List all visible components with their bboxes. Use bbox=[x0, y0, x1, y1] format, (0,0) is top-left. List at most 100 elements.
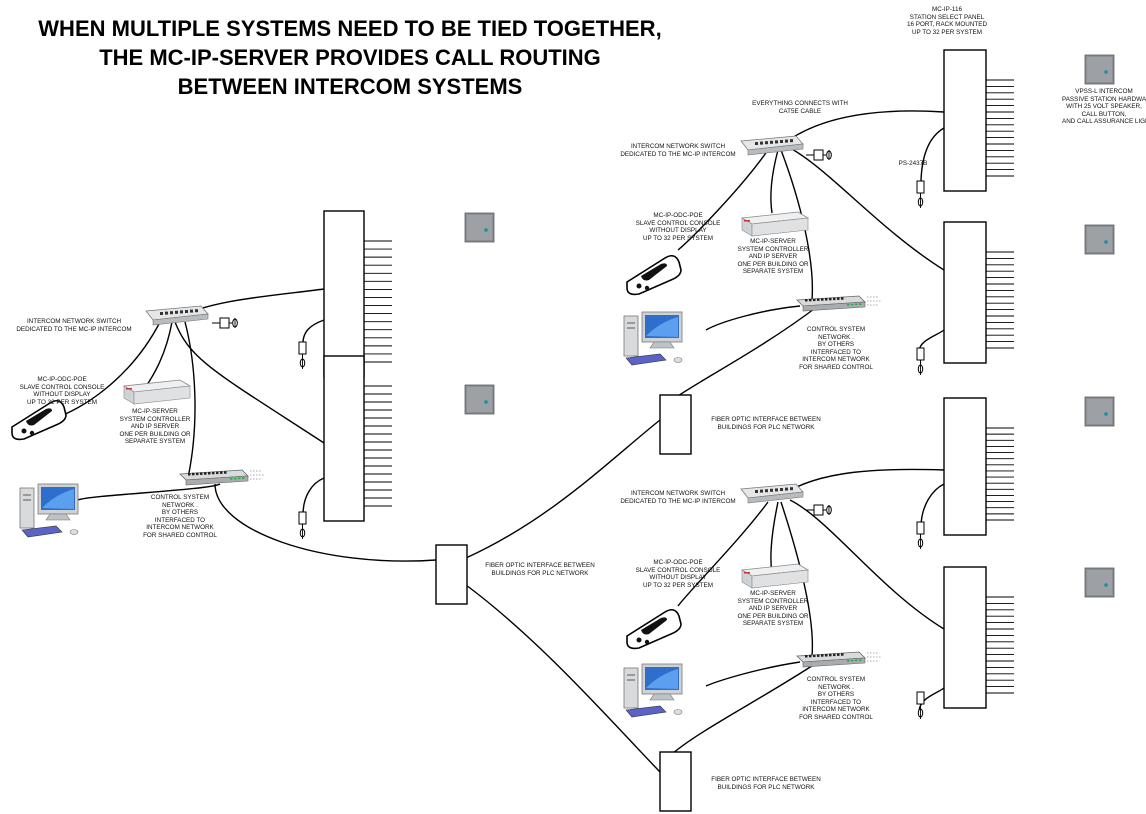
control-network-label: CONTROL SYSTEM NETWORK . BY OTHERS INTER… bbox=[786, 326, 886, 372]
call-button-icon bbox=[484, 228, 488, 232]
pc-keyboard bbox=[625, 353, 667, 366]
cable bbox=[705, 305, 801, 331]
hub-port bbox=[825, 298, 828, 301]
power-plug-icon bbox=[298, 341, 307, 369]
plug-transformer bbox=[298, 511, 307, 525]
server-led bbox=[126, 388, 132, 390]
pc-keyboard bbox=[625, 705, 667, 718]
plug-transformer bbox=[298, 341, 307, 355]
call-button-icon bbox=[1104, 583, 1108, 587]
label-line: DEDICATED TO THE MC-IP INTERCOM bbox=[16, 325, 132, 333]
console-key bbox=[636, 283, 642, 289]
hub-cable-stubs bbox=[867, 296, 881, 306]
switch-port bbox=[760, 489, 763, 493]
hub-port bbox=[224, 471, 227, 474]
hub-led bbox=[851, 659, 854, 662]
control-network-hub-icon bbox=[796, 651, 881, 668]
label-line: INTERCOM NETWORK SWITCH bbox=[630, 490, 726, 497]
cable bbox=[780, 501, 814, 657]
label-line: INTERCOM NETWORK bbox=[802, 706, 870, 714]
call-button-icon bbox=[1104, 412, 1108, 416]
station-select-panel bbox=[323, 355, 392, 522]
cable bbox=[920, 483, 945, 526]
switch-power-plug-icon bbox=[806, 149, 832, 161]
intercom-speaker-grille bbox=[1087, 57, 1112, 82]
label-line: NETWORK . bbox=[162, 501, 198, 509]
label-line: SLAVE CONTROL CONSOLE bbox=[635, 219, 721, 227]
hub-led bbox=[847, 660, 850, 662]
label-line: MC-IP-ODC-POE bbox=[37, 376, 87, 383]
fiber-label: FIBER OPTIC INTERFACE BETWEEN BUILDINGS … bbox=[706, 416, 826, 431]
server-icon bbox=[122, 379, 192, 405]
label-line: SYSTEM CONTROLLER bbox=[119, 415, 191, 423]
title-line-2: THE MC-IP-SERVER PROVIDES CALL ROUTING bbox=[99, 45, 601, 70]
hub-led bbox=[855, 659, 858, 662]
label-line: BUILDINGS FOR PLC NETWORK bbox=[491, 569, 589, 577]
server-icon bbox=[740, 563, 810, 589]
title-line-3: BETWEEN INTERCOM SYSTEMS bbox=[177, 74, 523, 99]
cable bbox=[677, 149, 769, 251]
label-line: SLAVE CONTROL CONSOLE bbox=[19, 383, 105, 391]
hub-port bbox=[841, 653, 844, 656]
cable bbox=[77, 483, 221, 501]
hub-port bbox=[805, 655, 808, 658]
cable bbox=[302, 477, 325, 516]
label-line: MC-IP-ODC-POE bbox=[653, 212, 703, 219]
label-line: NETWORK . bbox=[818, 333, 854, 341]
console-handset bbox=[641, 617, 667, 635]
cable bbox=[770, 149, 779, 214]
pc-screen-glare bbox=[646, 669, 678, 689]
fiber-interface-box bbox=[659, 394, 692, 455]
pc-drive bbox=[23, 494, 31, 496]
intercom-speaker-grille bbox=[467, 387, 492, 412]
panel-body bbox=[943, 221, 987, 364]
label-line: WITHOUT DISPLAY bbox=[33, 391, 91, 399]
network-switch-icon bbox=[740, 135, 804, 156]
cable bbox=[770, 501, 779, 576]
plug-transformer bbox=[813, 149, 824, 161]
call-button-icon bbox=[1104, 240, 1108, 244]
hub-port bbox=[813, 654, 816, 658]
hub-cable-stubs bbox=[867, 652, 881, 662]
label-line: SYSTEM CONTROLLER bbox=[737, 597, 809, 605]
label-line: INTERFACED TO bbox=[810, 348, 862, 356]
intercom-speaker-text: WITH 25 VOLT SPEAKER, bbox=[1066, 103, 1142, 111]
hub-port bbox=[805, 299, 808, 302]
pc-drive bbox=[627, 674, 635, 676]
power-supply-annotation: PS-2437B bbox=[893, 160, 933, 168]
hub-port bbox=[220, 471, 223, 474]
control-console-icon bbox=[11, 399, 67, 441]
hub-led bbox=[859, 303, 862, 305]
intercom-button-text: CALL BUTTON, bbox=[1081, 110, 1127, 118]
server-led bbox=[744, 572, 750, 574]
label-line: SYSTEM CONTROLLER bbox=[737, 245, 809, 253]
switch-port bbox=[755, 142, 758, 145]
pc-drive bbox=[23, 499, 31, 501]
panel-desc-text: STATION SELECT PANEL bbox=[909, 13, 985, 21]
switch-port bbox=[790, 139, 793, 143]
switch-power-plug-icon bbox=[212, 317, 238, 329]
pc-tower bbox=[19, 487, 35, 529]
cable-annotation: EVERYTHING CONNECTS WITH CAT5E CABLE bbox=[745, 100, 855, 115]
switch-port bbox=[175, 310, 178, 314]
label-line: FIBER OPTIC INTERFACE BETWEEN bbox=[485, 562, 595, 569]
console-key bbox=[29, 430, 35, 436]
label-line: ONE PER BUILDING OR bbox=[737, 260, 809, 268]
intercom-station-icon bbox=[1084, 396, 1115, 427]
intercom-annotation: VPSS-L INTERCOM PASSIVE STATION HARDWARE… bbox=[1062, 88, 1146, 126]
cable bbox=[789, 499, 945, 630]
cable bbox=[214, 483, 437, 562]
hub-led bbox=[859, 659, 862, 661]
switch-port bbox=[770, 140, 773, 144]
switch-front bbox=[747, 491, 804, 504]
pc-mouse bbox=[673, 357, 683, 363]
console-key bbox=[636, 637, 642, 643]
cable bbox=[677, 501, 769, 607]
switch-port bbox=[780, 140, 783, 143]
switch-front bbox=[747, 143, 804, 156]
label-line: DEDICATED TO THE MC-IP INTERCOM bbox=[620, 150, 736, 158]
switch-port bbox=[195, 309, 198, 313]
label-line: AND IP SERVER bbox=[748, 605, 798, 613]
label-line: DEDICATED TO THE MC-IP INTERCOM bbox=[620, 497, 736, 505]
